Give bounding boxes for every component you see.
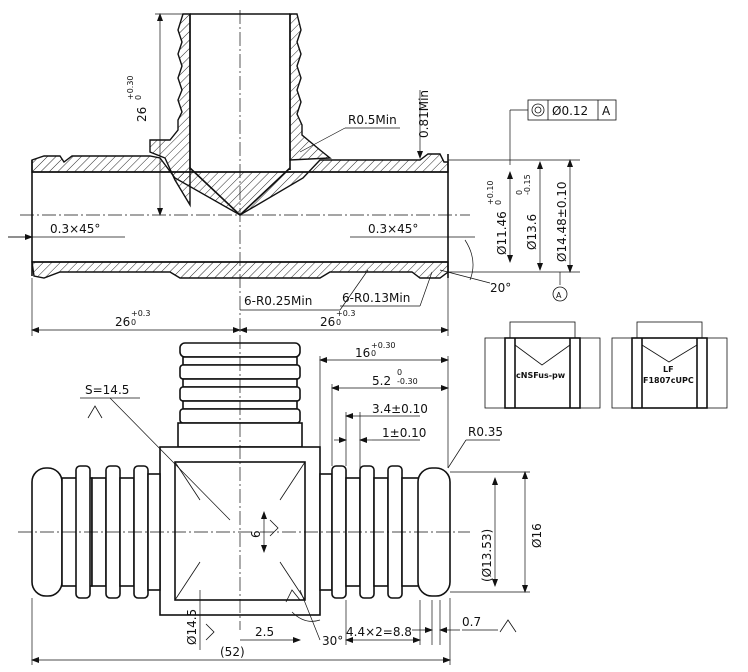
angle-30-arc: [291, 611, 321, 622]
dim-overall: (52): [220, 645, 245, 659]
dim-1353: (Ø13.53): [480, 529, 494, 582]
marking-inset-left: cNSFus-pw: [484, 321, 601, 409]
dim-chamfer-right: 0.3×45°: [368, 222, 418, 236]
leader-r035: [447, 439, 467, 469]
angle-30-leader: [299, 589, 321, 641]
leader-hex: [109, 397, 231, 521]
dim-r013: 6-R0.13Min: [342, 291, 410, 305]
dim-mid-tol-up: 0: [515, 190, 524, 195]
dim-081: 0.81Min: [417, 90, 431, 138]
branch-right-wall: [289, 13, 332, 161]
dim-1: 1±0.10: [382, 426, 426, 440]
dim-left26-tol: +0.3: [131, 309, 150, 318]
tolerance-frame: Ø0.12 A: [509, 99, 617, 165]
inset-left-v: [514, 344, 571, 366]
dim-left26-tol-low: 0: [131, 318, 136, 327]
dim-left26: 26: [115, 315, 130, 329]
dim-bore6: 6: [249, 530, 263, 538]
frame-datum: A: [602, 104, 611, 118]
dim-34: 3.4±0.10: [372, 402, 428, 416]
dim-52-tol-up: 0: [397, 368, 402, 377]
dim-id-tol-up: +0.10: [486, 180, 495, 205]
concentricity-icon: [531, 103, 545, 117]
dim-right26-tol-low: 0: [336, 318, 341, 327]
dim-30: 30°: [322, 634, 343, 648]
dim-52: 5.2: [372, 374, 391, 388]
leader-r025: [339, 269, 369, 311]
dim-16: 16: [355, 346, 370, 360]
dim-d145: Ø14.5: [185, 609, 199, 645]
external-view: S=14.5 16 +0.30 0 5.2 0 -0.30 3.4±0.10 1…: [18, 335, 544, 665]
dim-od: Ø14.48±0.10: [555, 181, 569, 262]
dim-branch-text: 26: [135, 107, 149, 122]
dim-branch-tol-low: 0: [134, 95, 143, 100]
dim-angle: 20°: [490, 281, 511, 295]
surface-symbol-icon: [87, 405, 103, 419]
hex-chamfer-3: [174, 561, 201, 601]
marking-left: cNSFus-pw: [516, 371, 566, 380]
dim-16-tol-low: 0: [371, 349, 376, 358]
angle-leader: [439, 269, 491, 284]
angle-30-surface-icon: [285, 589, 301, 603]
dim-hex: S=14.5: [85, 383, 129, 397]
dim-r035: R0.35: [468, 425, 503, 439]
dim-r025: 6-R0.25Min: [244, 294, 312, 308]
inset-left-top: [509, 321, 576, 339]
run-top-wall: [31, 153, 449, 216]
dim-pitch: 4.4×2=8.8: [346, 625, 412, 639]
inset-right-top: [636, 321, 703, 339]
concentricity-icon-inner: [534, 106, 542, 114]
frame-value: Ø0.12: [552, 104, 588, 118]
dim-id-tol-low: 0: [494, 200, 503, 205]
dim-branch-tol: +0.30: [126, 75, 135, 100]
section-view: 26 +0.30 0 R0.5Min 0.81Min 0.3×45° 0.3×4…: [8, 10, 617, 336]
dim-d16: Ø16: [530, 523, 544, 548]
marking-right-2: F1807cUPC: [643, 376, 694, 385]
datum-circle: [552, 286, 568, 302]
inset-left-body: [504, 337, 581, 409]
branch-left-wall: [149, 13, 191, 208]
datum-label: A: [556, 291, 562, 300]
dim-mid-tol-low: -0.15: [523, 174, 532, 195]
hex-chamfer-4: [279, 561, 306, 601]
marking-right-1: LF: [663, 365, 674, 374]
inset-right-v: [641, 344, 698, 363]
dim-chamfer-left: 0.3×45°: [50, 222, 100, 236]
angle-arc: [464, 239, 474, 281]
dim-52-tol-low: -0.30: [397, 377, 418, 386]
marking-inset-right: LF F1807cUPC: [611, 321, 728, 409]
dim-right26: 26: [320, 315, 335, 329]
d07-surface-icon: [499, 619, 517, 633]
leader-r05: [299, 127, 346, 153]
hex-chamfer-2: [279, 461, 306, 501]
dim-id: Ø11.46: [495, 211, 509, 255]
frame-box: [527, 99, 617, 121]
dim-mid: Ø13.6: [525, 214, 539, 250]
leader-r013: [419, 271, 433, 307]
dim-07: 0.7: [462, 615, 481, 629]
inset-right-body: [631, 337, 708, 409]
dim-16-tol: +0.30: [371, 341, 396, 350]
d145-surface-icon: [205, 623, 215, 641]
bore6-surface-icon: [269, 519, 279, 537]
dim-r05: R0.5Min: [348, 113, 397, 127]
dim-25: 2.5: [255, 625, 274, 639]
dim-right26-tol: +0.3: [336, 309, 355, 318]
